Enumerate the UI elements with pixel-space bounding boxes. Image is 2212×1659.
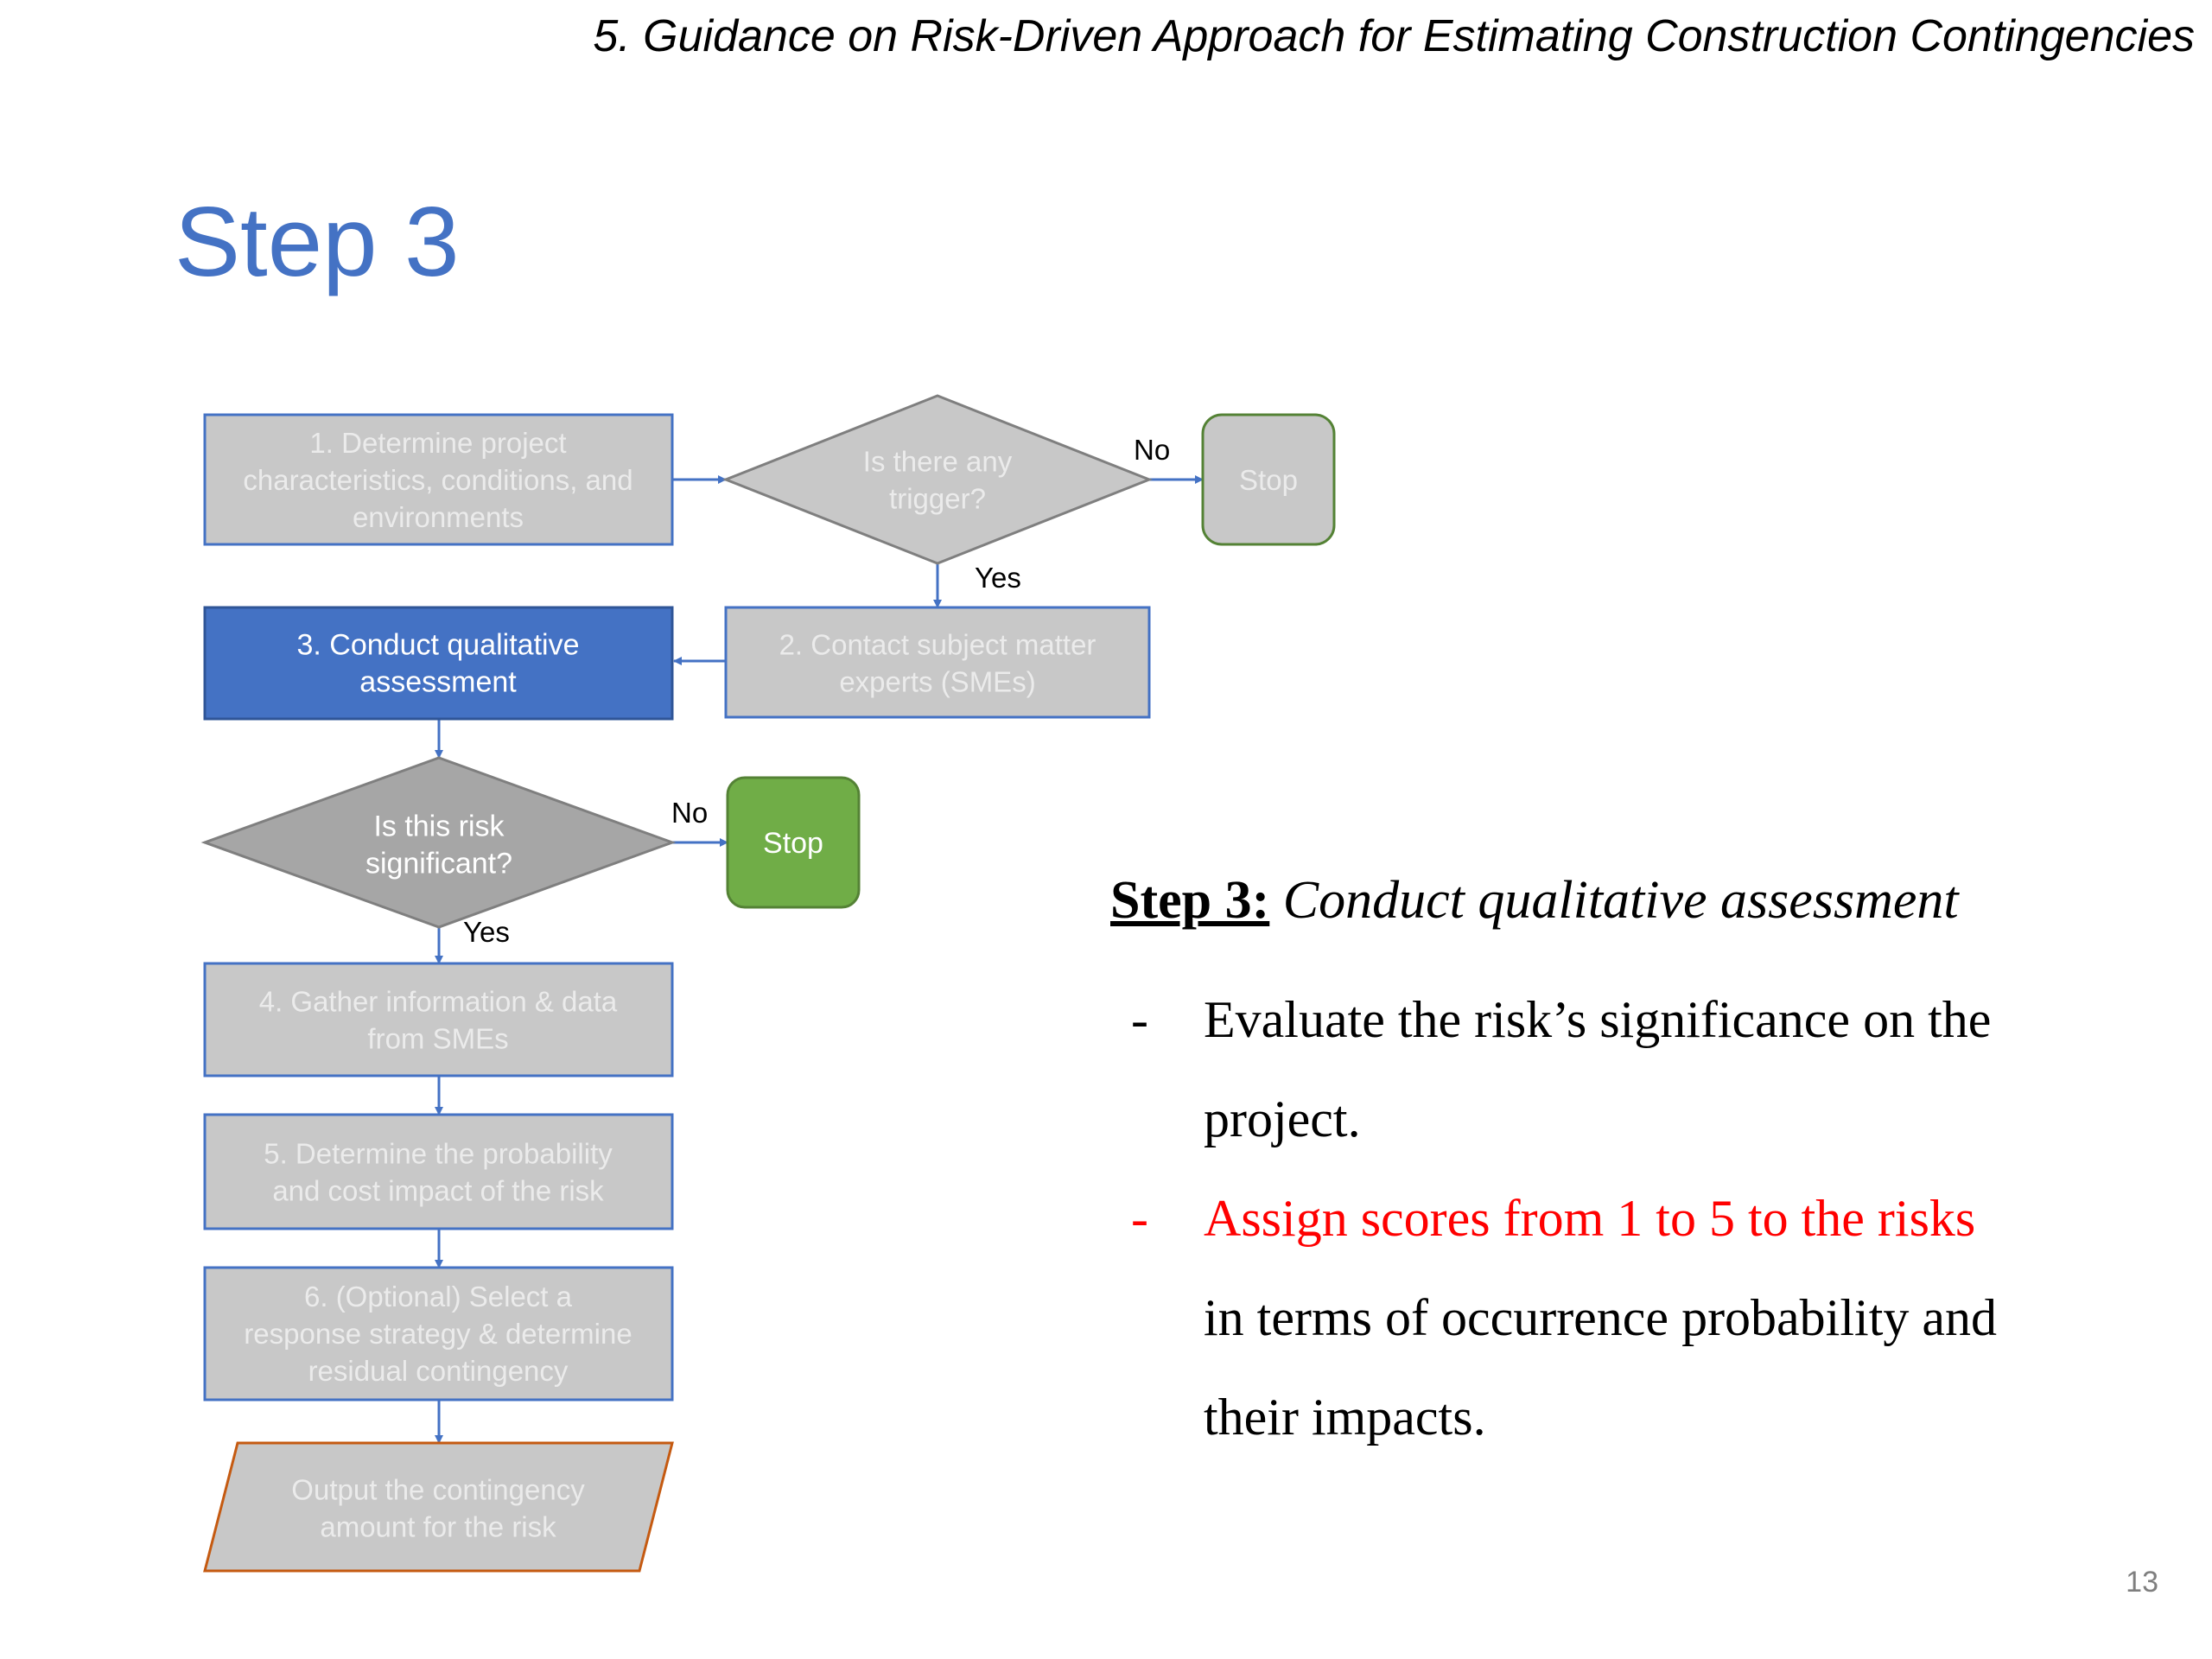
node-label: 3. Conduct qualitative assessment bbox=[297, 629, 580, 699]
node-label-line: and cost impact of the risk bbox=[272, 1175, 604, 1207]
flow-node-step5: 5. Determine the probability and cost imp… bbox=[203, 1113, 674, 1230]
flow-node-step4: 4. Gather information & data from SMEs bbox=[203, 962, 674, 1077]
bullet-line: -Evaluate the risk’s significance on the bbox=[1110, 970, 2130, 1070]
node-label-line: response strategy & determine bbox=[244, 1318, 632, 1350]
edge-label-trigger-yes: Yes bbox=[975, 562, 1021, 594]
flow-node-output: Output the contingency amount for the ris… bbox=[203, 1441, 674, 1573]
flow-node-step3: 3. Conduct qualitative assessment bbox=[203, 606, 674, 721]
edge-label-significant-yes: Yes bbox=[463, 916, 510, 948]
node-label-line: trigger? bbox=[889, 483, 986, 515]
node-label-line: from SMEs bbox=[367, 1023, 508, 1055]
bullet-line: in terms of occurrence probability and bbox=[1110, 1268, 2130, 1368]
node-label-line: assessment bbox=[359, 666, 517, 699]
edge-label-trigger-no: No bbox=[1134, 434, 1170, 466]
node-label: 1. Determine project characteristics, con… bbox=[243, 427, 632, 533]
bullet-line: their impacts. bbox=[1110, 1368, 2130, 1467]
node-label: 2. Contact subject matter experts (SMEs) bbox=[779, 629, 1096, 698]
connectors bbox=[435, 475, 1204, 1444]
node-label-line: 5. Determine the probability bbox=[264, 1138, 613, 1170]
bullet-line: project. bbox=[1110, 1070, 2130, 1169]
node-label-line: environments bbox=[353, 501, 524, 533]
flow-decision-trigger: Is there any trigger? bbox=[721, 394, 1154, 565]
bullet-text: Evaluate the risk’s significance on the bbox=[1204, 991, 1992, 1049]
node-label: Is there any trigger? bbox=[863, 446, 1013, 515]
document-header: 5. Guidance on Risk-Driven Approach for … bbox=[593, 11, 2195, 61]
node-label: Stop bbox=[1239, 464, 1298, 496]
node-label-line: Is this risk bbox=[373, 810, 505, 843]
bullet-list: -Evaluate the risk’s significance on the… bbox=[1110, 970, 2130, 1467]
node-label: 6. (Optional) Select a response strategy … bbox=[244, 1281, 632, 1387]
node-label-line: 6. (Optional) Select a bbox=[304, 1281, 573, 1313]
node-label-line: Stop bbox=[1239, 464, 1298, 496]
edge-label-significant-no: No bbox=[671, 797, 708, 829]
bullet-text: their impacts. bbox=[1204, 1389, 1486, 1446]
node-label-line: 4. Gather information & data bbox=[259, 986, 618, 1018]
flow-node-stop-mid: Stop bbox=[726, 776, 861, 909]
slide-title: Step 3 bbox=[175, 188, 460, 297]
step-label: Step 3: bbox=[1110, 871, 1270, 930]
bullet-text: Assign scores from 1 to 5 to the risks bbox=[1204, 1190, 1976, 1248]
node-label-line: residual contingency bbox=[308, 1355, 569, 1387]
bullet-text: project. bbox=[1204, 1090, 1361, 1148]
flow-decision-significant: Is this risk significant? bbox=[200, 756, 677, 929]
node-label: Output the contingency amount for the ris… bbox=[291, 1474, 585, 1543]
flow-node-step1: 1. Determine project characteristics, con… bbox=[203, 413, 674, 546]
node-label-line: Output the contingency bbox=[291, 1474, 585, 1506]
bullet-dash: - bbox=[1131, 991, 1148, 1049]
flow-node-step2: 2. Contact subject matter experts (SMEs) bbox=[724, 606, 1151, 719]
node-label-line: 1. Determine project bbox=[309, 427, 566, 459]
node-label: 5. Determine the probability and cost imp… bbox=[264, 1138, 613, 1207]
node-label-line: Is there any bbox=[863, 446, 1013, 478]
node-label-line: significant? bbox=[365, 848, 512, 880]
node-label-line: characteristics, conditions, and bbox=[243, 464, 632, 496]
bullet-dash: - bbox=[1131, 1190, 1148, 1248]
node-label: Is this risk significant? bbox=[365, 810, 512, 880]
node-label: Stop bbox=[763, 827, 823, 860]
node-label-line: Stop bbox=[763, 827, 823, 860]
node-label: 4. Gather information & data from SMEs bbox=[259, 986, 618, 1055]
node-label-line: amount for the risk bbox=[320, 1511, 556, 1543]
step-description: Step 3: Conduct qualitative assessment -… bbox=[1110, 868, 2130, 1467]
flow-node-stop-top: Stop bbox=[1201, 413, 1336, 546]
bullet-text: in terms of occurrence probability and bbox=[1204, 1289, 1997, 1347]
page-number: 13 bbox=[2126, 1566, 2158, 1599]
step-name: Conduct qualitative assessment bbox=[1282, 871, 1959, 930]
flow-node-step6: 6. (Optional) Select a response strategy … bbox=[203, 1266, 674, 1402]
node-label-line: 2. Contact subject matter bbox=[779, 629, 1096, 661]
bullet-line: -Assign scores from 1 to 5 to the risks bbox=[1110, 1169, 2130, 1268]
step-heading: Step 3: Conduct qualitative assessment bbox=[1110, 868, 2130, 932]
node-label-line: experts (SMEs) bbox=[839, 666, 1035, 698]
node-label-line: 3. Conduct qualitative bbox=[297, 629, 580, 662]
